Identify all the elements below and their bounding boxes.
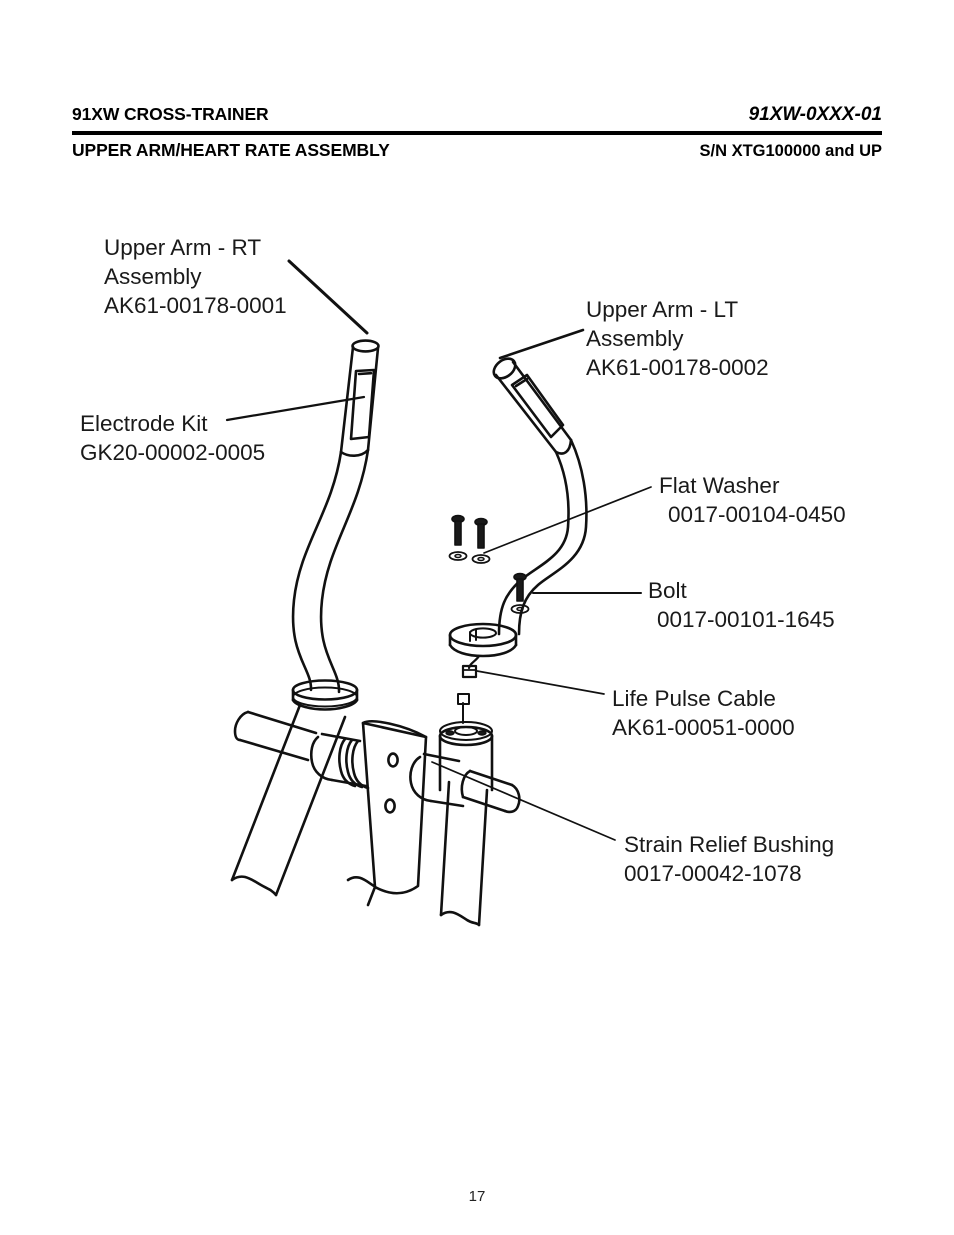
callout-upper-arm-rt-part-number: AK61-00178-0001 (104, 293, 287, 318)
upper-arm-lt-grip (492, 357, 573, 455)
frame-post-left (230, 703, 347, 897)
pivot-bearing-stack (309, 732, 370, 790)
frame-cross-tube-left (233, 710, 318, 762)
leader-upper-arm-rt (287, 259, 369, 335)
header-row-secondary: UPPER ARM/HEART RATE ASSEMBLY S/N XTG100… (72, 140, 882, 161)
pivot-mounting-plate (361, 720, 428, 895)
callout-upper-arm-rt-line2: Assembly (104, 264, 202, 289)
callout-electrode-kit: Electrode Kit GK20-00002-0005 (80, 409, 265, 467)
assembly-name: UPPER ARM/HEART RATE ASSEMBLY (72, 140, 390, 160)
callout-upper-arm-lt-part-number: AK61-00178-0002 (586, 355, 769, 380)
callout-life-pulse-cable-line1: Life Pulse Cable (612, 686, 776, 711)
manual-title: 91XW CROSS-TRAINER (72, 104, 269, 124)
callout-electrode-kit-line1: Electrode Kit (80, 411, 208, 436)
leader-electrode-kit (225, 395, 366, 422)
callout-bolt-line1: Bolt (648, 578, 687, 603)
leader-life-pulse-cable (476, 670, 605, 695)
callout-life-pulse-cable-part-number: AK61-00051-0000 (612, 715, 795, 740)
serial-number-range: S/N XTG100000 and UP (699, 142, 883, 160)
callout-flat-washer-part-number: 0017-00104-0450 (668, 502, 846, 527)
leader-strain-relief-bushing (431, 761, 616, 841)
callout-upper-arm-lt-line1: Upper Arm - LT (586, 297, 739, 322)
model-number: 91XW-0XXX-01 (748, 104, 882, 125)
callout-bolt: Bolt 0017-00101-1645 (648, 576, 835, 634)
callout-strain-relief-bushing-part-number: 0017-00042-1078 (624, 861, 802, 886)
callout-flat-washer-line1: Flat Washer (659, 473, 780, 498)
header-divider-rule (72, 131, 882, 135)
leader-flat-washer (483, 486, 652, 554)
frame-post-middle (366, 885, 377, 907)
upper-arm-rt-tube (339, 339, 380, 457)
frame-cross-tube-right (460, 769, 521, 814)
callout-upper-arm-lt-line2: Assembly (586, 326, 684, 351)
upper-arm-lt-base-flange (448, 622, 518, 658)
leader-upper-arm-lt (498, 328, 585, 360)
bolt-hardware-c (510, 572, 530, 614)
callout-strain-relief-bushing: Strain Relief Bushing 0017-00042-1078 (624, 830, 834, 888)
callout-flat-washer: Flat Washer 0017-00104-0450 (659, 471, 846, 529)
callout-life-pulse-cable: Life Pulse Cable AK61-00051-0000 (612, 684, 795, 742)
frame-post-left-break (346, 875, 376, 888)
upper-arm-rt-body (291, 448, 370, 694)
frame-cross-tube-mid (409, 752, 465, 808)
callout-upper-arm-lt: Upper Arm - LT Assembly AK61-00178-0002 (586, 295, 769, 382)
page-number: 17 (468, 1188, 486, 1205)
callout-strain-relief-bushing-line1: Strain Relief Bushing (624, 832, 835, 857)
callout-upper-arm-rt-line1: Upper Arm - RT (104, 235, 262, 260)
bolt-hardware-b (471, 517, 491, 564)
bolt-hardware-a (448, 514, 468, 561)
upper-arm-rt-collar (291, 679, 359, 711)
life-pulse-cable-connector (461, 664, 478, 679)
callout-bolt-part-number: 0017-00101-1645 (657, 607, 835, 632)
upper-arm-lt-body (497, 438, 588, 636)
strain-relief-bushing (438, 693, 494, 792)
callout-electrode-kit-part-number: GK20-00002-0005 (80, 440, 266, 465)
header-row-primary: 91XW CROSS-TRAINER 91XW-0XXX-01 (72, 104, 882, 126)
callout-upper-arm-rt: Upper Arm - RT Assembly AK61-00178-0001 (104, 233, 287, 320)
frame-post-right (439, 780, 489, 927)
